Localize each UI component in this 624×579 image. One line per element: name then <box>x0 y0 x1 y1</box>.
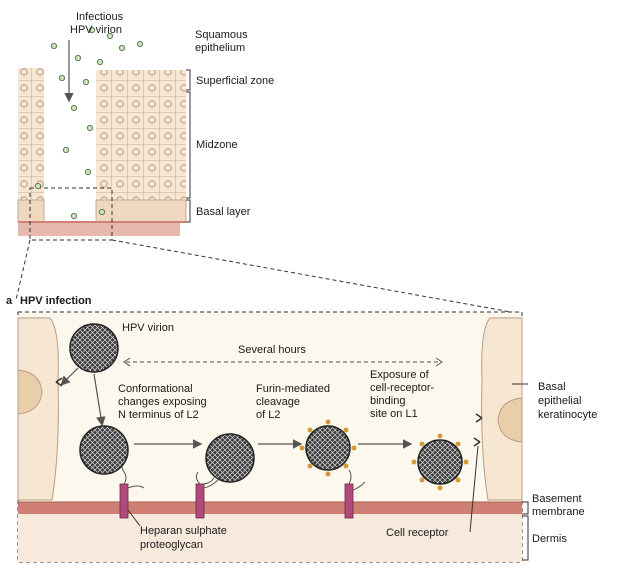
left-nucleus <box>17 369 43 415</box>
basement-label-1: Basement <box>532 493 582 505</box>
virion-dot <box>58 74 66 82</box>
proteoglycan-stalk <box>119 483 129 519</box>
right-basal-row <box>95 199 187 223</box>
virion-dot <box>34 182 42 190</box>
arrow-down <box>93 373 106 427</box>
cell-receptor-icon <box>473 437 481 447</box>
cell-receptor-icon <box>475 413 483 423</box>
basement-membrane-band <box>18 502 522 514</box>
zoom-box <box>29 187 113 241</box>
layer-brackets <box>186 69 191 223</box>
epithelium-label-1: Squamous <box>195 29 248 41</box>
virion-capsid <box>69 323 119 373</box>
heparan-label-2: proteoglycan <box>140 539 203 551</box>
several-hours-label: Several hours <box>238 344 306 356</box>
virion-label-top-2: HPV virion <box>70 24 122 36</box>
keratinocyte-label-1: Basal <box>538 381 566 393</box>
heparan-label-1: Heparan sulphate <box>140 525 227 537</box>
virion-dot <box>118 44 126 52</box>
step3-line-2: cell-receptor- <box>370 382 435 394</box>
step3-line-4: site on L1 <box>370 408 418 420</box>
process-arrows <box>60 367 413 449</box>
virion-stage-2 <box>79 425 129 475</box>
proteoglycan-stalk <box>195 483 205 519</box>
virion-capsid <box>417 439 463 485</box>
basal-layer-label: Basal layer <box>196 206 251 218</box>
step1-line-1: Conformational <box>118 383 193 395</box>
virion-capsid <box>305 425 351 471</box>
virion-dot <box>50 42 58 50</box>
virion-capsid <box>205 433 255 483</box>
virion-dot <box>84 168 92 176</box>
cell-receptors <box>473 413 483 447</box>
virion-dot <box>62 146 70 154</box>
top-dermis-band <box>18 222 180 236</box>
left-basal-row <box>17 199 45 223</box>
virion-label-top-1: Infectious <box>76 11 124 23</box>
keratinocyte-label-3: keratinocyte <box>538 409 597 421</box>
zoom-connector-left <box>15 239 31 301</box>
basement-label-2: membrane <box>532 506 585 518</box>
step2-line-1: Furin-mediated <box>256 383 330 395</box>
dermis-band <box>18 514 522 562</box>
heparan-leader <box>127 509 141 527</box>
step1-line-3: N terminus of L2 <box>118 409 199 421</box>
virion-dot <box>86 124 94 132</box>
step2-line-2: cleavage <box>256 396 300 408</box>
virion-dot <box>98 208 106 216</box>
step2-line-3: of L2 <box>256 409 280 421</box>
virion-stage-1 <box>69 323 119 373</box>
superficial-bracket <box>186 69 191 91</box>
cell-receptor-leader <box>469 445 479 533</box>
midzone-bracket <box>186 91 191 199</box>
several-hours-arrow <box>123 357 443 367</box>
right-nucleus <box>497 397 523 443</box>
virion-dot <box>136 40 144 48</box>
step3-line-3: binding <box>370 395 405 407</box>
virion-capsid <box>79 425 129 475</box>
virion-dot <box>74 54 82 62</box>
proteoglycan-chains <box>121 459 366 491</box>
virion-dot <box>96 58 104 66</box>
step1-line-2: changes exposing <box>118 396 207 408</box>
zoom-connector-right <box>111 239 523 315</box>
virion-dot <box>82 78 90 86</box>
virion-stage-3 <box>201 433 255 485</box>
keratinocyte-label-2: epithelial <box>538 395 581 407</box>
left-keratinocyte <box>17 317 59 501</box>
basement-bracket <box>522 501 529 561</box>
virion-dot <box>88 26 96 34</box>
dermis-bracket <box>522 515 529 561</box>
virion-dot <box>70 104 78 112</box>
virion-stage-5 <box>411 433 469 491</box>
basal-bracket <box>186 199 191 223</box>
virion-dot <box>106 32 114 40</box>
panel-title: HPV infection <box>20 295 92 307</box>
arrow-virion-to-cell <box>60 367 79 386</box>
floating-virions <box>34 26 144 220</box>
step3-line-1: Exposure of <box>370 369 430 381</box>
cell-receptor-label: Cell receptor <box>386 527 449 539</box>
proteoglycan-stalk <box>344 483 354 519</box>
panel-letter: a <box>6 295 13 307</box>
midzone-label: Midzone <box>196 139 238 151</box>
virion-dot <box>70 212 78 220</box>
superficial-zone-label: Superficial zone <box>196 75 274 87</box>
hpv-virion-label: HPV virion <box>122 322 174 334</box>
right-epithelium-block <box>96 70 186 200</box>
dermis-label: Dermis <box>532 533 567 545</box>
epithelium-label-2: epithelium <box>195 42 245 54</box>
